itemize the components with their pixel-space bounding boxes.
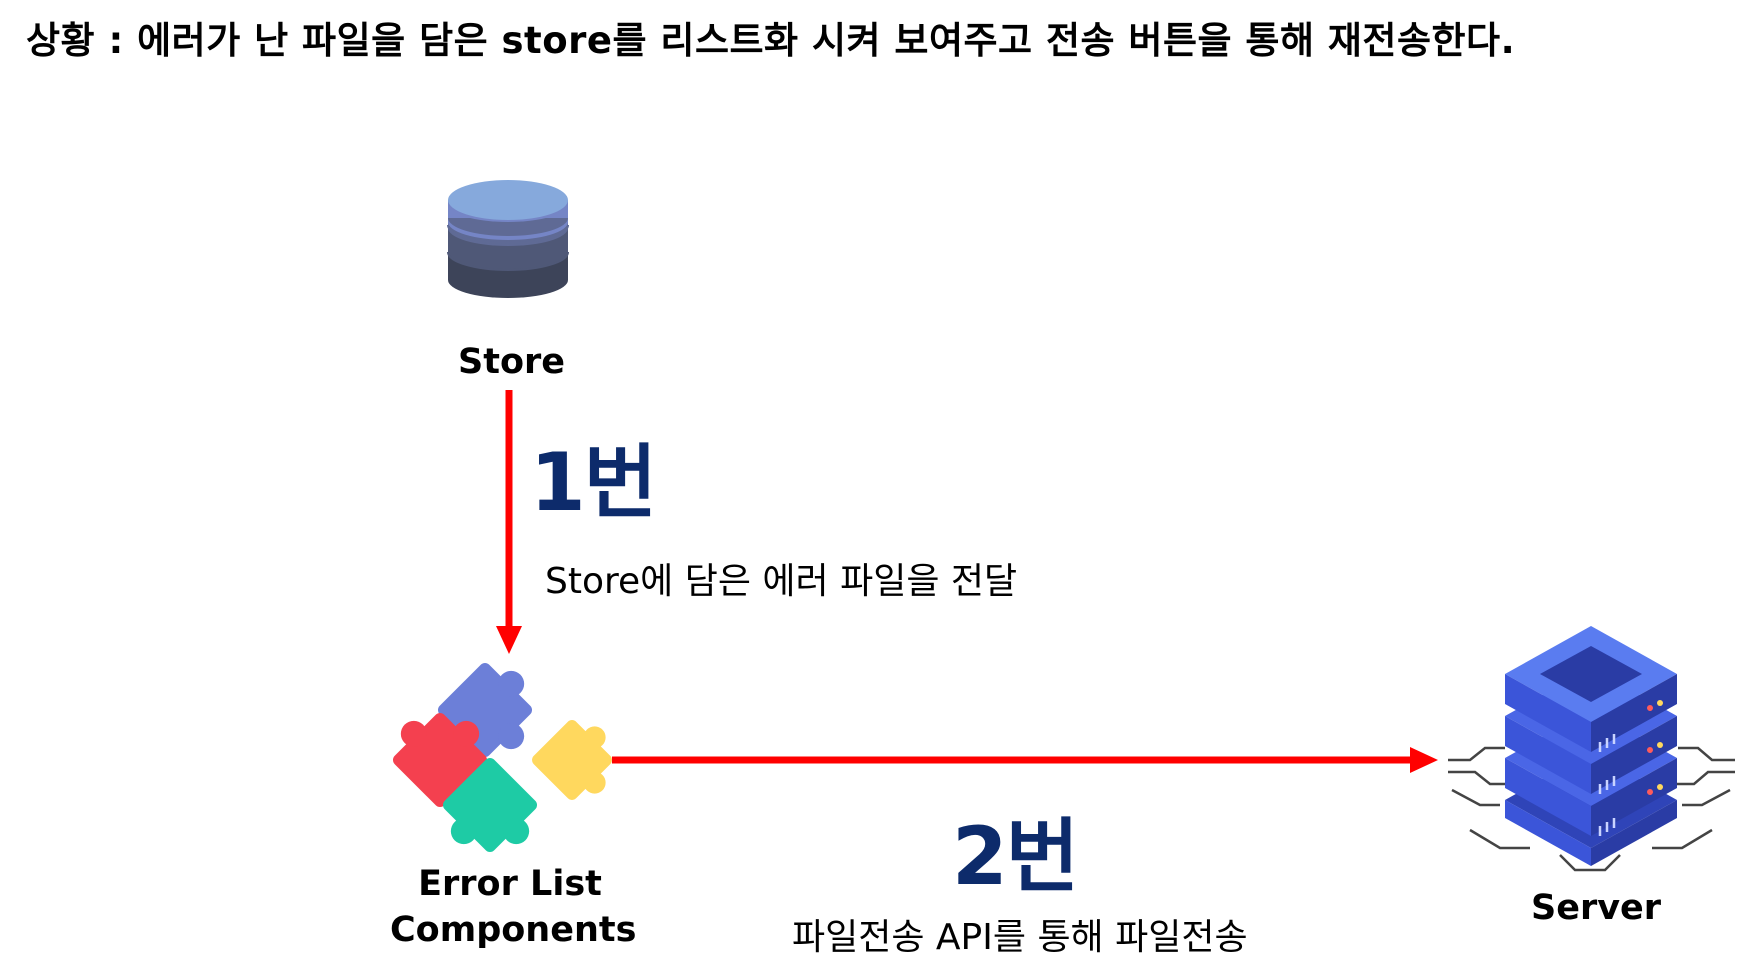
step-1-description: Store에 담은 에러 파일을 전달 [545, 561, 1018, 602]
error-list-label-line1: Error List [418, 864, 602, 904]
step-2-description: 파일전송 API를 통해 파일전송 [792, 917, 1248, 958]
database-icon [447, 180, 569, 298]
error-list-label-line2: Components [390, 909, 637, 950]
arrow-store-to-error-list [496, 390, 522, 654]
server-label: Server [1531, 888, 1662, 928]
error-list-label: Error List Components [390, 862, 637, 953]
store-label: Store [458, 342, 565, 382]
page-heading: 상황 : 에러가 난 파일을 담은 store를 리스트화 시켜 보여주고 전송… [26, 19, 1516, 62]
server-stack-icon [1448, 626, 1735, 872]
step-1-number: 1번 [530, 436, 657, 529]
step-2-number: 2번 [952, 810, 1079, 903]
puzzle-pieces-icon [392, 662, 612, 853]
arrow-error-list-to-server [612, 747, 1438, 773]
